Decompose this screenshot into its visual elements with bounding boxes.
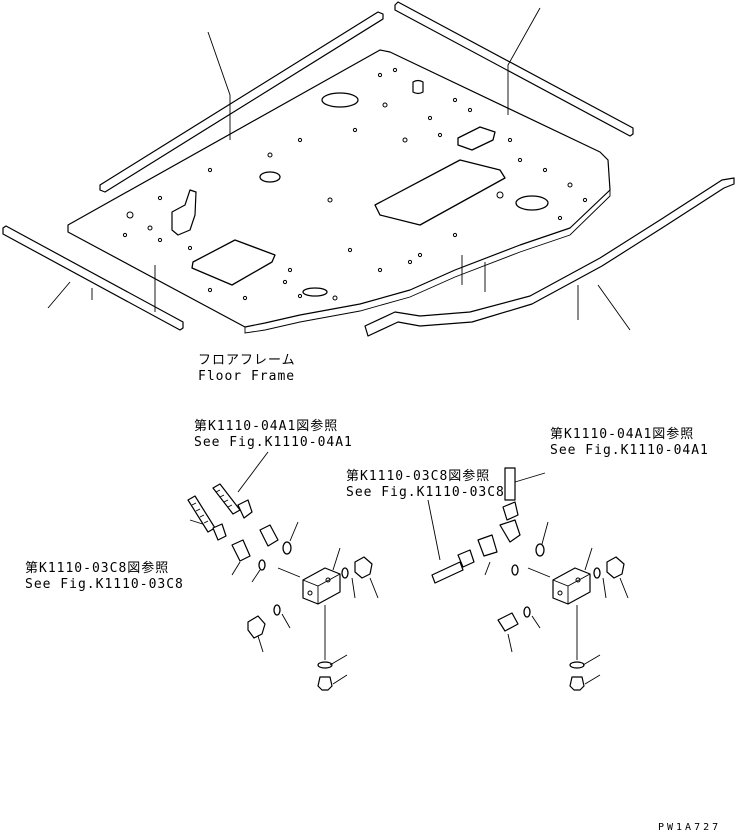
connector-1 (259, 524, 279, 547)
connector-2 (231, 539, 251, 562)
post (412, 79, 424, 95)
cutout-left (191, 239, 276, 286)
ref-left-04a1-en: See Fig.K1110-04A1 (194, 435, 353, 450)
bracket (171, 189, 197, 236)
fitting-4 (502, 501, 519, 521)
connector-4 (477, 534, 498, 557)
washer (317, 661, 333, 669)
rail-curved (364, 177, 735, 337)
cutout-center (374, 159, 506, 226)
rail-top-left (99, 11, 384, 193)
left-valve-assembly (187, 451, 379, 691)
elbow-fitting-2 (247, 615, 266, 639)
ref-right-03c8-en: See Fig.K1110-03C8 (346, 485, 505, 500)
ref-right-04a1-jp: 第K1110-04A1図参照 (550, 427, 695, 442)
fitting-1 (237, 499, 253, 519)
plate-holes (122, 67, 588, 301)
hose-upper (212, 483, 241, 515)
rail-bottom-left (2, 225, 184, 331)
ref-left-03c8-en: See Fig.K1110-03C8 (25, 577, 184, 592)
oval-opening-2 (259, 171, 281, 183)
bolt-right (569, 676, 585, 691)
elbow-fitting-4 (497, 612, 519, 632)
rail-top-right (394, 1, 634, 137)
floor-plate (67, 49, 611, 328)
floor-frame-label-en: Floor Frame (198, 369, 296, 384)
o-ring-5 (535, 543, 545, 557)
hose-vertical (504, 467, 516, 501)
right-valve-assembly (427, 467, 629, 691)
fitting-2 (212, 523, 227, 541)
hose-horizontal (431, 561, 464, 584)
oval-opening-4 (302, 287, 328, 297)
ref-left-04a1-jp: 第K1110-04A1図参照 (194, 419, 339, 434)
valve-block (302, 567, 341, 605)
cutout-upper-right (457, 126, 496, 151)
o-ring-3 (341, 567, 349, 579)
o-ring-8 (523, 606, 531, 618)
fitting-3 (457, 549, 475, 568)
ref-right-04a1-en: See Fig.K1110-04A1 (550, 443, 709, 458)
floor-frame-assembly (2, 1, 735, 337)
oval-opening-1 (321, 92, 359, 108)
elbow-fitting-1 (354, 556, 373, 579)
floor-frame-label-jp: フロアフレーム (198, 353, 296, 368)
o-ring-6 (511, 564, 519, 576)
o-ring-1 (282, 541, 292, 555)
bolt (317, 676, 333, 691)
valve-block-right (552, 567, 591, 605)
o-ring-4 (273, 604, 281, 616)
elbow-fitting-3 (606, 556, 625, 579)
o-ring-2 (258, 559, 266, 571)
connector-3 (499, 519, 521, 543)
washer-right (569, 661, 585, 669)
oval-opening-3 (515, 195, 549, 211)
o-ring-7 (593, 567, 601, 579)
ref-left-03c8-jp: 第K1110-03C8図参照 (25, 561, 170, 576)
ref-right-03c8-jp: 第K1110-03C8図参照 (346, 469, 491, 484)
hose-lower (187, 495, 216, 533)
drawing-code: PW1A727 (658, 822, 722, 833)
